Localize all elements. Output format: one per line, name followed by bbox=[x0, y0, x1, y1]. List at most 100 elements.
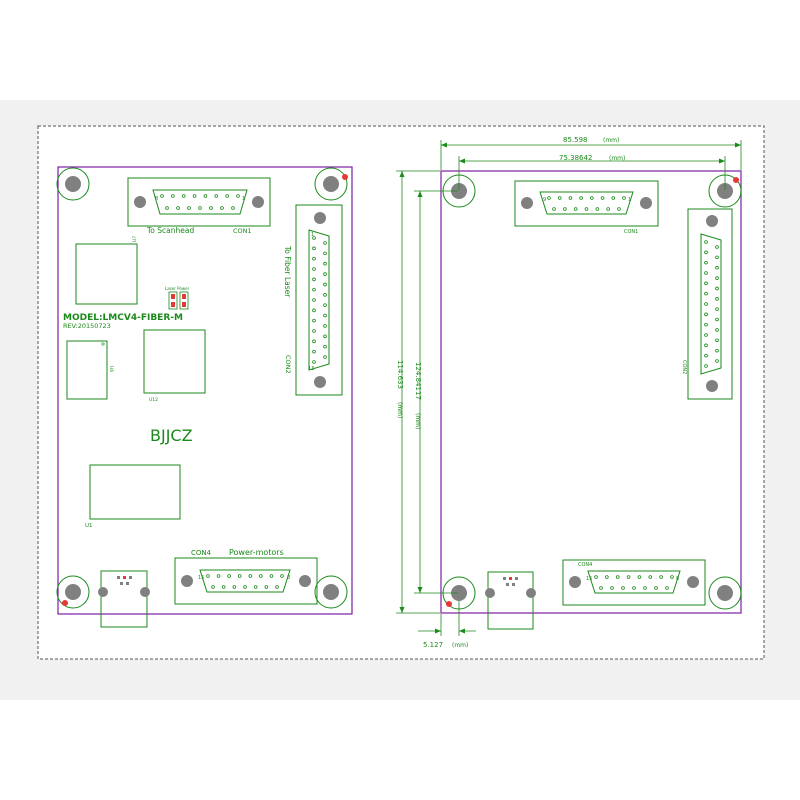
connector-pin bbox=[715, 338, 719, 343]
connector-pin bbox=[563, 207, 567, 211]
connector-pin bbox=[648, 575, 653, 579]
connector-pin bbox=[187, 206, 191, 210]
connector-pin bbox=[323, 355, 327, 359]
dim-width-overall-unit: (mm) bbox=[603, 137, 619, 144]
con1-pin-left: 9 bbox=[543, 197, 546, 203]
con1-pin-right: 1 bbox=[628, 197, 631, 203]
board-outline bbox=[440, 170, 742, 614]
connector-pin bbox=[594, 575, 598, 579]
connector-pin bbox=[665, 586, 669, 590]
con1-label: CON1 bbox=[624, 229, 638, 235]
connector-pin bbox=[323, 261, 327, 266]
connector-pin bbox=[617, 207, 621, 211]
con2-pin-bottom: 13 bbox=[308, 366, 314, 372]
connector-pin bbox=[259, 574, 263, 578]
con2-pin-top: 1 bbox=[311, 232, 314, 238]
connector-pin bbox=[715, 286, 719, 291]
connector-pin bbox=[264, 585, 269, 589]
connector-pin bbox=[323, 251, 327, 256]
connector-pin bbox=[715, 307, 719, 311]
usb-connector bbox=[485, 571, 536, 630]
connector-pin bbox=[232, 585, 237, 589]
connector-pin bbox=[216, 574, 221, 578]
connector-pin bbox=[227, 574, 231, 578]
connector-pin bbox=[323, 334, 327, 339]
con1-connector: 9 1 bbox=[514, 180, 659, 227]
connector-pin bbox=[323, 293, 327, 297]
mounting-hole-top-right bbox=[708, 174, 742, 208]
connector-pin bbox=[715, 255, 719, 260]
connector-pin bbox=[280, 574, 284, 578]
connector-pin bbox=[220, 206, 224, 210]
connector-pin bbox=[704, 260, 708, 265]
connector-pin bbox=[206, 574, 210, 578]
con2-description: To Fiber Laser bbox=[283, 245, 292, 298]
connector-pin bbox=[715, 328, 719, 332]
connector-pin bbox=[312, 246, 316, 251]
connector-pin bbox=[715, 265, 719, 270]
connector-pin bbox=[715, 297, 719, 301]
connector-pin bbox=[181, 194, 186, 198]
connector-pin bbox=[715, 359, 719, 363]
connector-pin bbox=[323, 272, 327, 276]
connector-pin bbox=[670, 575, 674, 579]
connector-pin bbox=[590, 196, 594, 200]
dim-height-overall-unit: (mm) bbox=[396, 402, 403, 418]
connector-pin bbox=[637, 575, 642, 579]
connector-pin bbox=[611, 196, 616, 200]
con4-connector: 15 8 bbox=[562, 559, 706, 606]
connector-pin bbox=[547, 196, 551, 200]
mounting-hole-bottom-right bbox=[708, 576, 742, 610]
connector-pin bbox=[231, 206, 235, 210]
brand-text: BJJCZ bbox=[150, 426, 193, 445]
con4-label: CON4 bbox=[578, 562, 592, 568]
connector-pin bbox=[715, 348, 719, 353]
con1-connector: 8 1 bbox=[127, 177, 271, 227]
mounting-hole-bottom-right bbox=[314, 575, 348, 609]
dim-height-holes-unit: (mm) bbox=[414, 413, 421, 429]
connector-pin bbox=[584, 207, 589, 211]
con4-connector: 15 8 bbox=[174, 557, 318, 605]
dimension-annotations: 85.598 (mm) 75.38642 (mm) 114.633 (mm) 1… bbox=[396, 136, 742, 649]
connector-pin bbox=[165, 206, 169, 210]
connector-pin bbox=[221, 585, 226, 589]
connector-pin bbox=[312, 318, 316, 323]
dim-width-holes: 75.38642 bbox=[559, 154, 592, 162]
mounting-hole-bottom-left bbox=[56, 575, 90, 609]
u6-chip bbox=[66, 340, 108, 400]
connector-pin bbox=[615, 575, 620, 579]
connector-pin bbox=[622, 196, 626, 200]
connector-pin bbox=[715, 276, 719, 280]
connector-pin bbox=[237, 574, 242, 578]
connector-pin bbox=[176, 206, 180, 210]
con4-pin-right: 8 bbox=[287, 575, 290, 581]
connector-pin bbox=[253, 585, 258, 589]
connector-pin bbox=[605, 575, 609, 579]
connector-pin bbox=[323, 282, 327, 287]
con2-label: CON2 bbox=[284, 355, 292, 374]
u1-label: U1 bbox=[85, 523, 93, 529]
connector-pin bbox=[203, 194, 208, 198]
connector-pin bbox=[626, 575, 631, 579]
dim-height-holes: 124.84117 bbox=[414, 362, 422, 400]
connector-pin bbox=[312, 256, 316, 261]
connector-pin bbox=[599, 586, 603, 590]
u1-chip bbox=[89, 464, 181, 520]
connector-pin bbox=[704, 343, 708, 348]
connector-pin bbox=[171, 194, 175, 198]
connector-pin bbox=[323, 241, 327, 245]
con2-label: CON2 bbox=[681, 360, 687, 374]
connector-pin bbox=[573, 207, 578, 211]
connector-pin bbox=[323, 313, 327, 318]
connector-pin bbox=[269, 574, 274, 578]
con1-pin-right: 1 bbox=[242, 196, 245, 202]
connector-pin bbox=[236, 194, 240, 198]
connector-pin bbox=[198, 206, 202, 210]
connector-pin bbox=[632, 586, 636, 590]
con4-pin-right: 8 bbox=[676, 576, 679, 582]
mounting-hole-top-right bbox=[314, 167, 348, 201]
led-label: Laser Power bbox=[165, 286, 190, 291]
connector-pin bbox=[704, 333, 708, 337]
connector-pin bbox=[610, 586, 614, 590]
connector-pin bbox=[211, 585, 215, 589]
